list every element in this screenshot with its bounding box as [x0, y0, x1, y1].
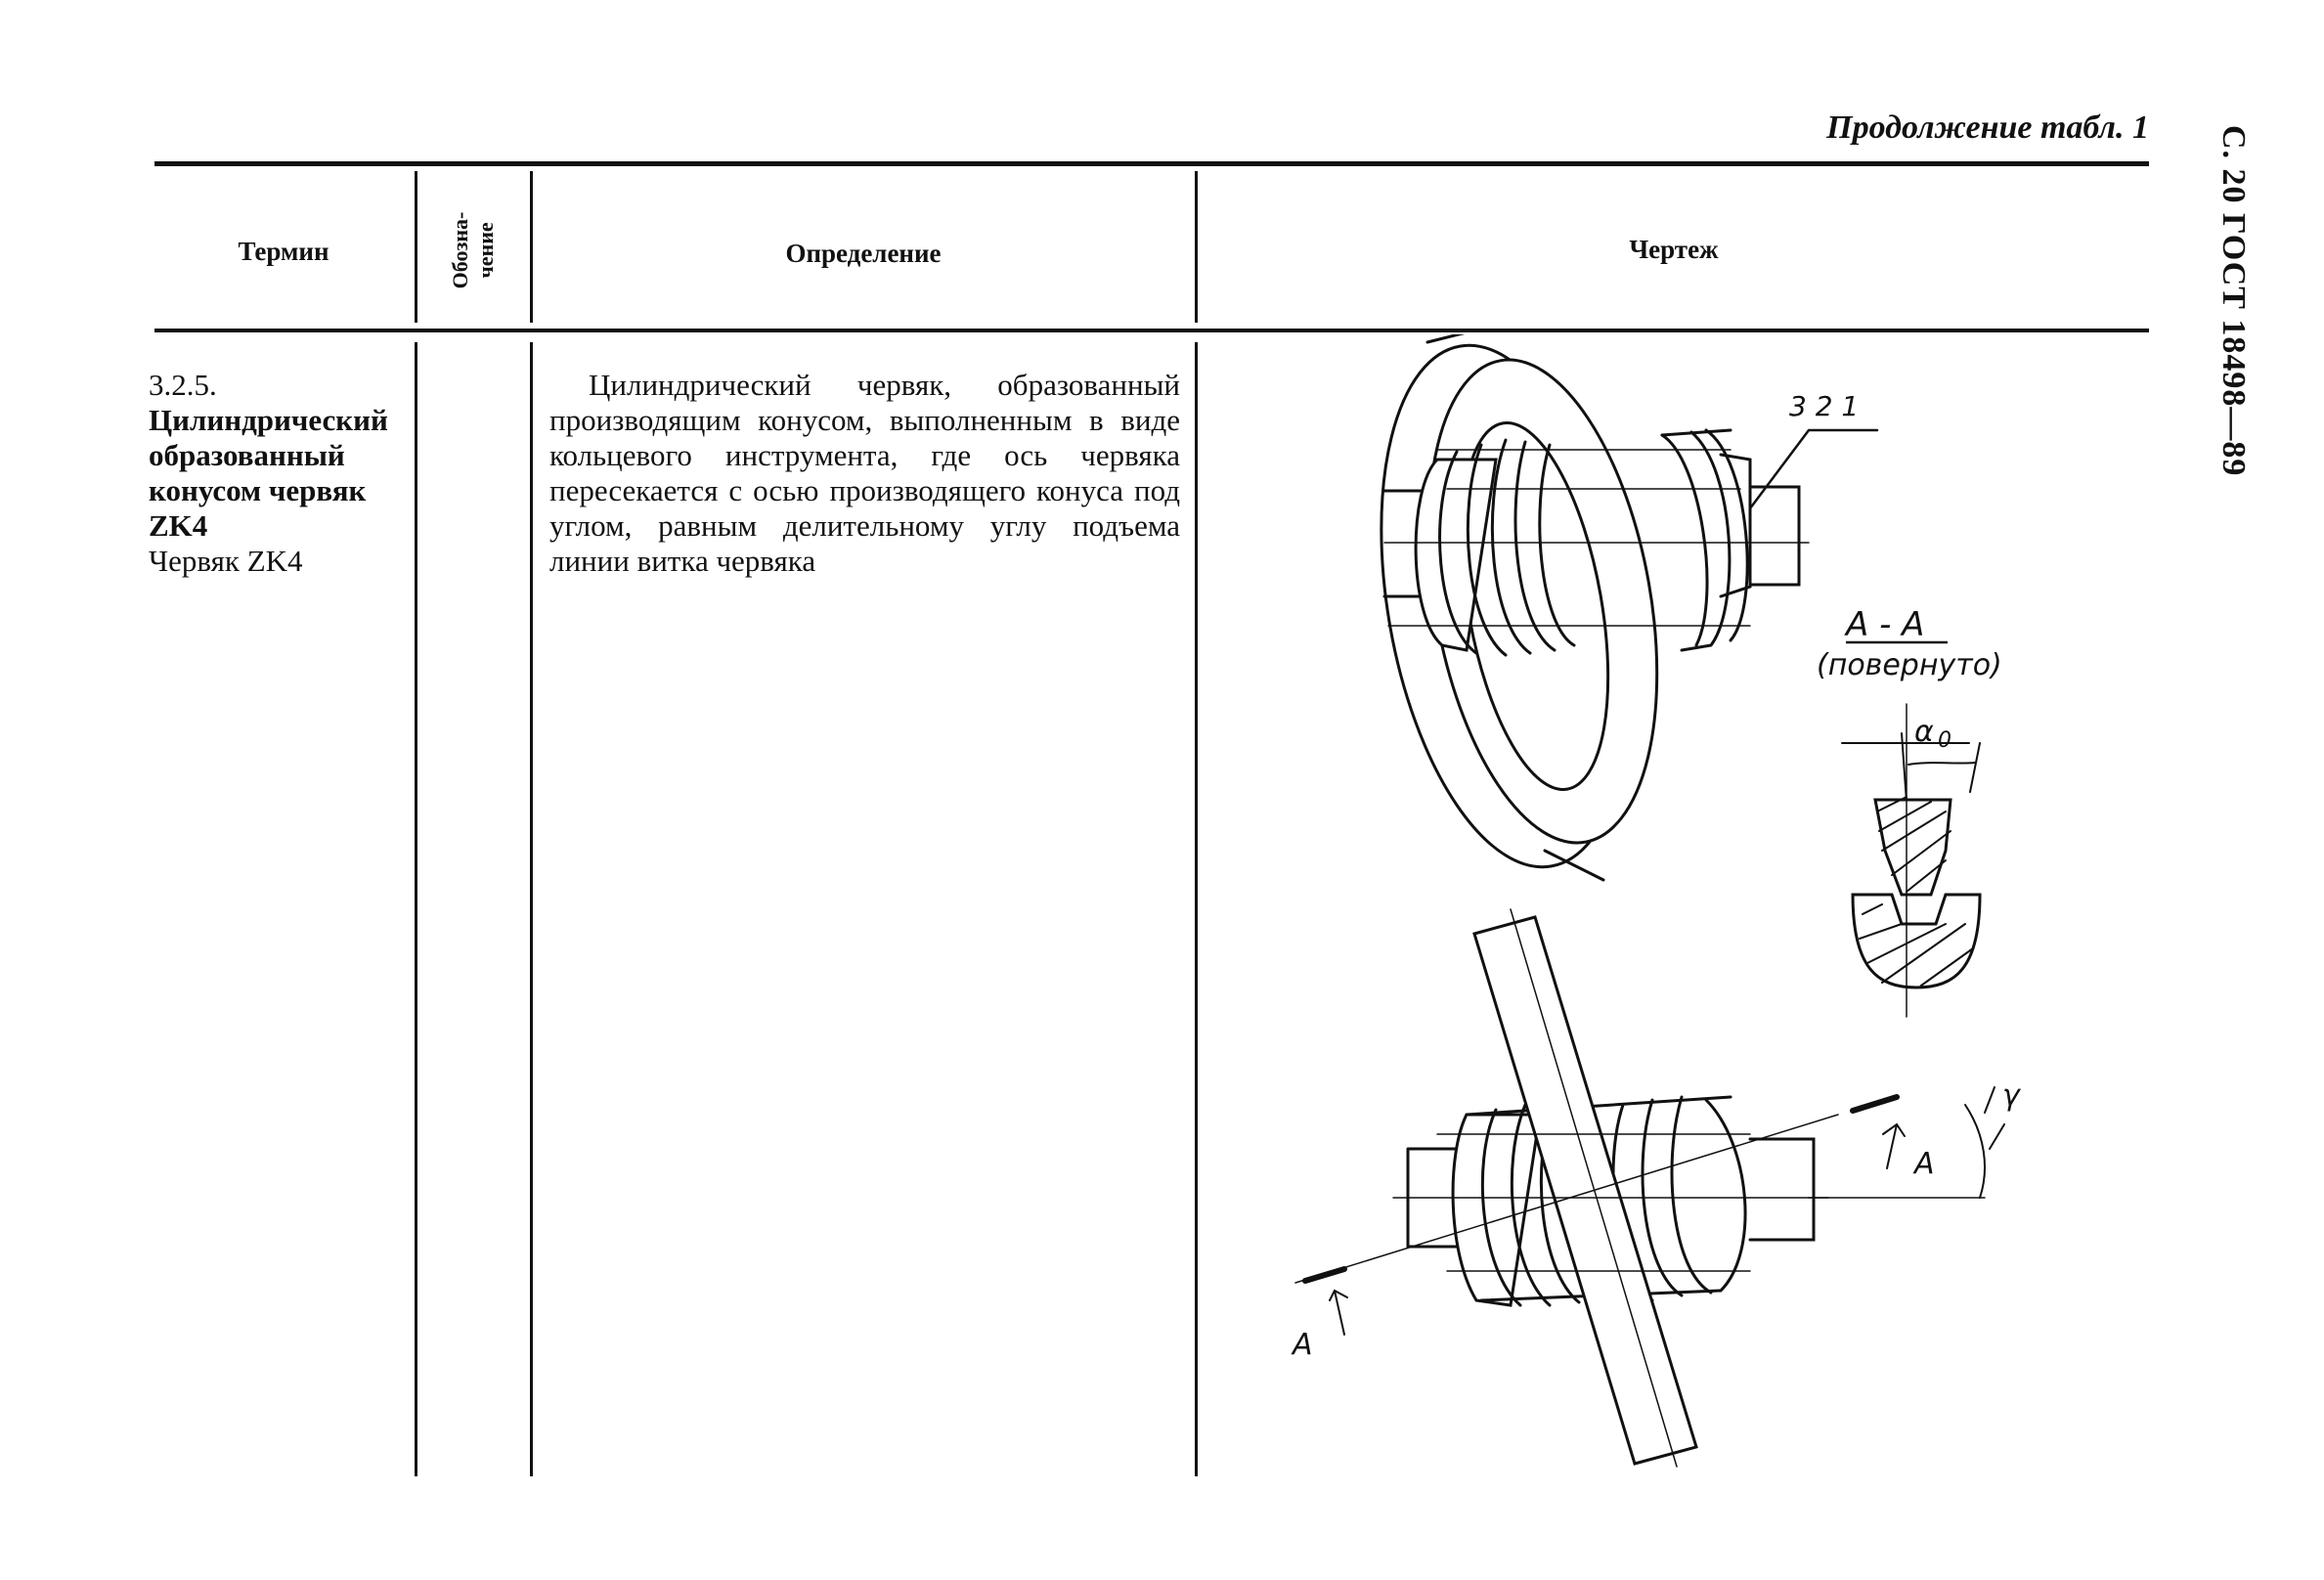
header-divider-2	[530, 171, 533, 323]
upper-worm-figure	[1382, 428, 1810, 657]
definition-cell: Цилиндрический червяк, образованный прои…	[549, 368, 1180, 578]
side-label-text: С. 20 ГОСТ 18498—89	[2215, 125, 2252, 477]
column-header-drawing: Чертеж	[1629, 235, 1719, 264]
callout-leader	[1748, 428, 1879, 510]
section-mark-right: A	[1912, 1147, 1935, 1181]
alpha-subscript: 0	[1938, 728, 1951, 753]
section-aa-figure	[1841, 703, 1982, 1018]
body-divider-2	[530, 342, 533, 1476]
callout-label: 3 2 1	[1789, 390, 1859, 422]
term-cell: 3.2.5. Цилиндрический образованный конус…	[149, 368, 403, 579]
table-header-rule	[154, 329, 2149, 332]
section-note: (повернуто)	[1817, 648, 2002, 682]
term-name: Цилиндрический образованный конусом черв…	[149, 403, 388, 543]
gamma-symbol: γ	[2002, 1078, 2022, 1113]
term-short: Червяк ZK4	[149, 544, 303, 578]
table-top-rule	[154, 161, 2149, 166]
page-side-label: С. 20 ГОСТ 18498—89	[2195, 125, 2259, 516]
section-mark-left: A	[1291, 1328, 1313, 1362]
designation-header-text: Обозна- чение	[448, 211, 498, 289]
body-divider-3	[1195, 342, 1198, 1476]
header-divider-1	[415, 171, 417, 323]
lower-worm-figure	[1294, 908, 2005, 1468]
column-header-definition: Определение	[785, 239, 942, 268]
worm-drawing: 3 2 1 A - A (повернуто) α 0 γ A A	[1291, 334, 2022, 1468]
column-header-designation: Обозна- чение	[415, 176, 530, 323]
term-number: 3.2.5.	[149, 368, 217, 402]
column-header-term: Термин	[238, 237, 329, 266]
ring-tool-figure	[1380, 334, 1659, 882]
continuation-header: Продолжение табл. 1	[1826, 110, 2149, 146]
alpha-symbol: α	[1914, 715, 1934, 749]
header-divider-3	[1195, 171, 1198, 323]
section-title: A - A	[1844, 605, 1924, 644]
body-divider-1	[415, 342, 417, 1476]
